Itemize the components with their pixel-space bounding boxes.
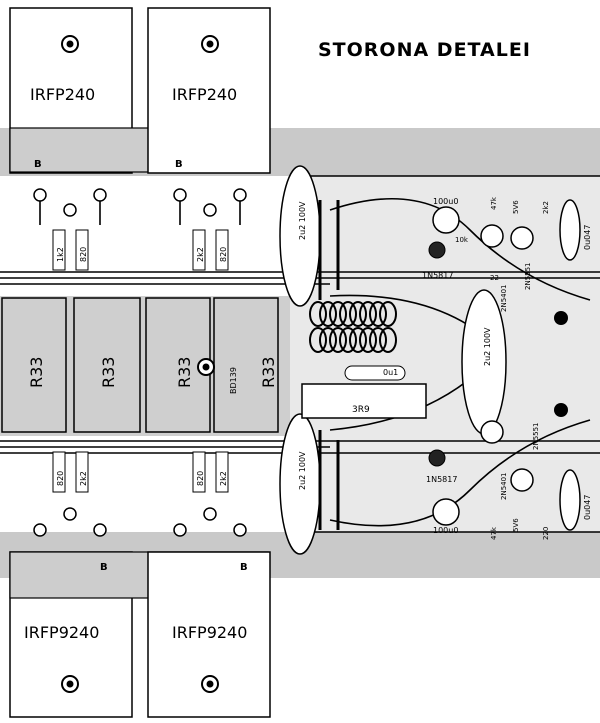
pin-label: B	[175, 159, 183, 170]
transistor-label: IRFP240	[30, 85, 95, 104]
resistor-value: 3R9	[352, 405, 370, 415]
transistor-value: 2N5401	[500, 472, 508, 500]
resistor-value: 820	[56, 471, 65, 486]
driver-transistors	[480, 224, 534, 492]
transistor-label: IRFP9240	[24, 623, 99, 642]
zener-value: 5V6	[512, 200, 520, 214]
pin-label: B	[34, 159, 42, 170]
page-title: STORONA DETALEI	[318, 39, 531, 61]
capacitor-value: 0u1	[383, 368, 398, 377]
top-pads	[33, 188, 247, 217]
resistor-label: R33	[259, 357, 278, 388]
right-film-capacitors	[559, 199, 581, 531]
mounting-hole-icon	[61, 35, 79, 53]
resistor-value: 820	[219, 247, 228, 262]
mounting-hole-icon	[61, 675, 79, 693]
gate-resistors-top: 1k2 820 2k2 820	[52, 229, 229, 271]
coil-resistor	[301, 383, 427, 419]
output-coil	[309, 301, 397, 353]
r33-resistors	[1, 297, 279, 433]
film-capacitors	[279, 165, 507, 555]
mounting-hole-icon	[201, 35, 219, 53]
transistor-label: IRFP240	[172, 85, 237, 104]
mounting-hole-icon	[554, 311, 568, 325]
capacitor-value: 2u2 100V	[483, 327, 492, 366]
resistor-value: 2k2	[196, 247, 205, 262]
diode-label: 1N5817	[422, 271, 453, 280]
transistor-value: 2N5551	[532, 422, 540, 450]
gate-resistors-bottom: 820 2k2 820 2k2	[52, 451, 229, 493]
electrolytic-capacitors	[432, 206, 460, 526]
capacitor-value: 100u0	[433, 526, 458, 535]
capacitor-value: 2u2 100V	[298, 451, 307, 490]
resistor-label: R33	[175, 357, 194, 388]
resistor-value: 220	[542, 527, 550, 540]
transistor-top-1: IRFP240 B	[9, 7, 269, 174]
resistor-value: 10k	[455, 236, 469, 244]
bottom-pads	[33, 507, 247, 537]
transistor-label: IRFP9240	[172, 623, 247, 642]
diode-body	[428, 449, 446, 467]
small-capacitor	[344, 365, 406, 381]
mounting-hole-icon	[554, 403, 568, 417]
diode-label: 1N5817	[426, 475, 457, 484]
resistor-value: 2k2	[542, 201, 550, 214]
pin-label: B	[240, 562, 248, 573]
resistor-value: 2k2	[219, 471, 228, 486]
bus-bars	[318, 200, 340, 530]
capacitor-value: 0u047	[583, 495, 592, 520]
mounting-hole-icon	[201, 675, 219, 693]
capacitor-value: 0u047	[583, 225, 592, 250]
resistor-value: 1k2	[56, 247, 65, 262]
resistor-label: R33	[99, 357, 118, 388]
resistor-value: 820	[196, 471, 205, 486]
transistor-value: 2N5401	[500, 284, 508, 312]
capacitor-value: 2u2 100V	[298, 201, 307, 240]
board-band-right	[290, 176, 600, 532]
resistor-value: 820	[79, 247, 88, 262]
transistor-top-2: IRFP240 B	[147, 7, 271, 174]
capacitor-value: 100u0	[433, 197, 458, 206]
resistor-value: 47k	[490, 526, 498, 540]
resistor-value: 22	[490, 274, 499, 282]
resistor-value: 2k2	[79, 471, 88, 486]
resistor-label: R33	[27, 357, 46, 388]
transistor-bottom-2: B IRFP9240	[147, 551, 271, 718]
transistor-value: 2N5551	[524, 262, 532, 290]
bias-transistor-label: BD139	[229, 367, 238, 394]
diode-body	[428, 241, 446, 259]
pin-label: B	[100, 562, 108, 573]
zener-value: 5V6	[512, 518, 520, 532]
resistor-value: 47k	[490, 196, 498, 210]
